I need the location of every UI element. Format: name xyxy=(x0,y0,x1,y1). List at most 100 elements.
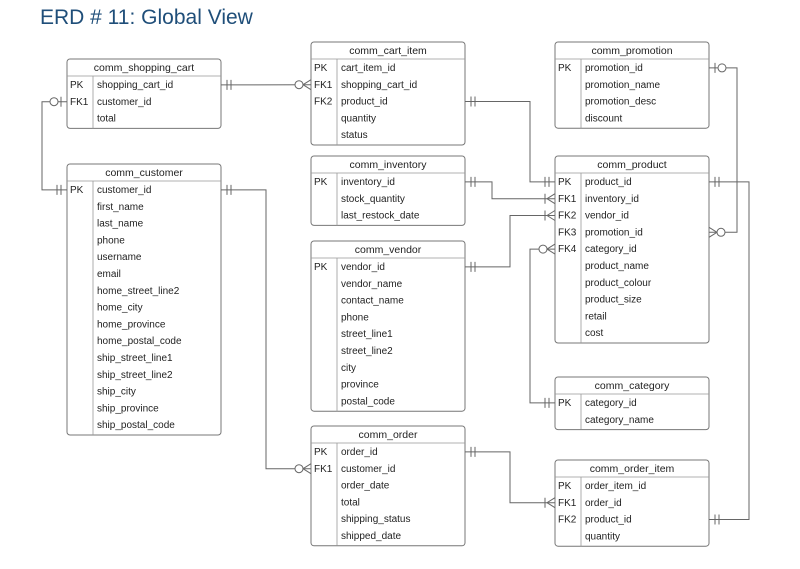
column-name: username xyxy=(97,252,142,263)
relationship-line xyxy=(465,101,555,183)
column-name: email xyxy=(97,269,121,280)
entity-name: comm_cart_item xyxy=(349,45,427,57)
relationship-line xyxy=(709,67,738,233)
column-name: product_colour xyxy=(585,278,652,289)
column-name: category_id xyxy=(585,398,637,409)
column-name: city xyxy=(341,363,356,374)
entity-name: comm_vendor xyxy=(355,244,422,256)
column-name: street_line2 xyxy=(341,346,393,357)
one-or-many-mark xyxy=(544,497,556,509)
one-mandatory-mark xyxy=(470,261,476,272)
column-name: inventory_id xyxy=(585,194,639,205)
relationships xyxy=(41,62,750,525)
column-name: shopping_cart_id xyxy=(341,80,417,91)
entity-box xyxy=(310,240,466,412)
one-mandatory-mark xyxy=(714,514,720,525)
relationship-line xyxy=(465,181,555,200)
one-mandatory-mark xyxy=(226,79,232,90)
entity-name: comm_order_item xyxy=(590,463,675,475)
column-name: status xyxy=(341,130,368,141)
column-name: postal_code xyxy=(341,396,395,407)
column-name: province xyxy=(341,380,379,391)
column-name: ship_city xyxy=(97,387,136,398)
column-name: promotion_id xyxy=(585,227,643,238)
relationship-line xyxy=(709,181,750,520)
zero-or-one-mark xyxy=(714,62,727,73)
zero-or-many-mark xyxy=(538,243,556,255)
one-mandatory-mark xyxy=(56,184,62,195)
column-name: ship_street_line2 xyxy=(97,370,173,381)
one-mandatory-mark xyxy=(470,176,476,187)
column-name: product_id xyxy=(341,97,388,108)
column-name: home_postal_code xyxy=(97,336,182,347)
key-label: PK xyxy=(70,185,84,196)
column-name: total xyxy=(97,114,116,125)
column-name: vendor_name xyxy=(341,279,403,290)
column-name: product_id xyxy=(585,515,632,526)
one-mandatory-mark xyxy=(714,176,720,187)
key-label: FK2 xyxy=(314,97,333,108)
column-name: product_id xyxy=(585,177,632,188)
column-name: order_date xyxy=(341,481,390,492)
column-name: ship_province xyxy=(97,403,159,414)
column-name: cart_item_id xyxy=(341,63,395,74)
entity-name: comm_order xyxy=(359,429,418,441)
key-label: FK4 xyxy=(558,244,577,255)
column-name: stock_quantity xyxy=(341,194,405,205)
entity-box xyxy=(66,163,222,436)
column-name: ship_street_line1 xyxy=(97,353,173,364)
key-label: PK xyxy=(558,481,572,492)
column-name: cost xyxy=(585,328,604,339)
key-label: PK xyxy=(558,398,572,409)
key-label: FK2 xyxy=(558,515,577,526)
column-name: order_id xyxy=(341,447,378,458)
column-name: promotion_id xyxy=(585,63,643,74)
column-name: contact_name xyxy=(341,296,404,307)
zero-or-many-mark xyxy=(294,463,312,475)
column-name: discount xyxy=(585,113,622,124)
entity-name: comm_customer xyxy=(105,167,183,179)
key-label: PK xyxy=(314,262,328,273)
column-name: shipped_date xyxy=(341,531,401,542)
column-name: category_id xyxy=(585,244,637,255)
column-name: quantity xyxy=(585,531,620,542)
entity-name: comm_shopping_cart xyxy=(94,62,194,74)
column-name: home_city xyxy=(97,303,143,314)
column-name: first_name xyxy=(97,202,144,213)
key-label: FK1 xyxy=(314,80,333,91)
column-name: vendor_id xyxy=(585,211,629,222)
column-name: street_line1 xyxy=(341,329,393,340)
column-name: quantity xyxy=(341,113,376,124)
relationship-line xyxy=(465,451,555,504)
column-name: order_id xyxy=(585,498,622,509)
column-name: total xyxy=(341,497,360,508)
page-title: ERD # 11: Global View xyxy=(40,6,253,29)
key-label: FK1 xyxy=(558,498,577,509)
column-name: vendor_id xyxy=(341,262,385,273)
key-label: PK xyxy=(558,63,572,74)
column-name: ship_postal_code xyxy=(97,420,175,431)
column-name: inventory_id xyxy=(341,177,395,188)
zero-or-many-mark xyxy=(708,226,726,238)
column-name: last_restock_date xyxy=(341,211,420,222)
entity-name: comm_category xyxy=(595,380,670,392)
entity-box xyxy=(554,41,710,129)
column-name: category_name xyxy=(585,415,654,426)
relationship-line xyxy=(529,248,555,404)
key-label: FK2 xyxy=(558,211,577,222)
entity-name: comm_product xyxy=(597,159,667,171)
column-name: customer_id xyxy=(341,464,395,475)
column-name: last_name xyxy=(97,219,144,230)
entity-name: comm_promotion xyxy=(591,45,672,57)
entity-box xyxy=(310,425,466,547)
relationship-line xyxy=(221,189,311,470)
zero-or-many-mark xyxy=(294,79,312,91)
